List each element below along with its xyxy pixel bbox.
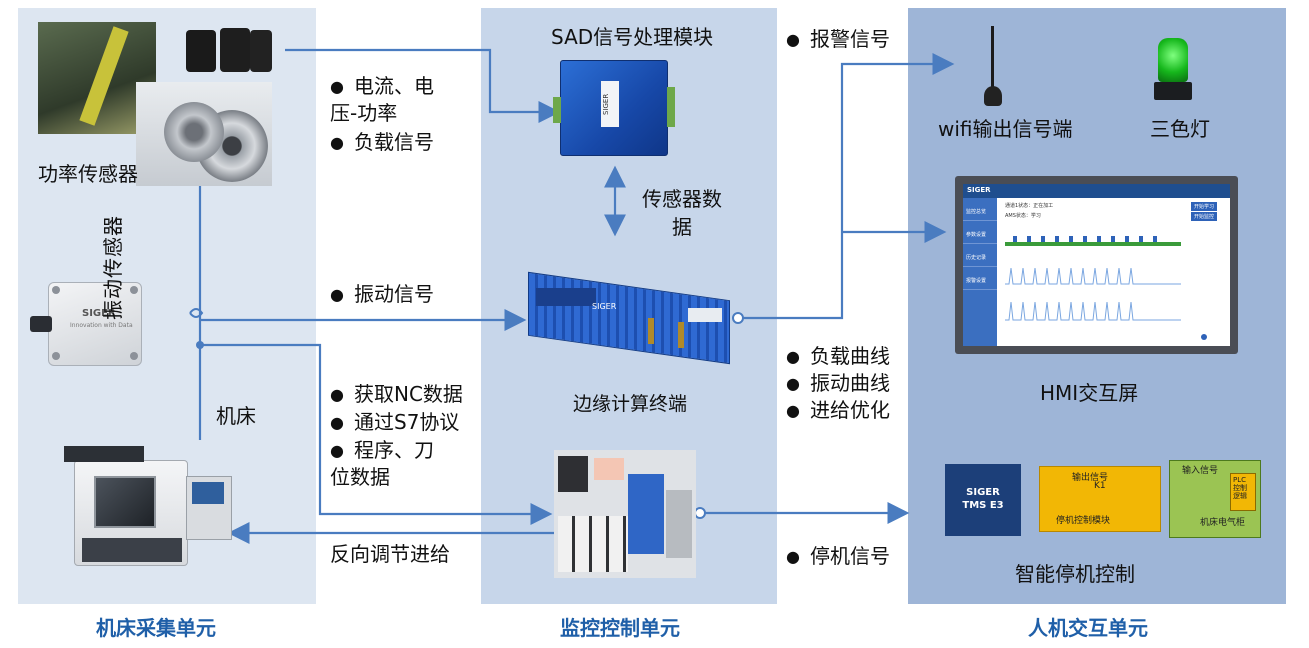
power-sensor-image <box>36 20 272 186</box>
nc-bullet-3: 程序、刀位数据 <box>330 437 450 490</box>
nc-bullet-2: 通过S7协议 <box>330 409 459 436</box>
stop-module-box: 输出信号 K1 停机控制模块 <box>1039 466 1161 532</box>
hmi-brand: SIGER <box>967 186 991 194</box>
tri-light-label: 三色灯 <box>1150 117 1210 141</box>
smart-stop-diagram: SIGER TMS E3 输出信号 K1 停机控制模块 输入信号 机床电气柜 P… <box>945 460 1263 538</box>
wifi-antenna-icon <box>982 26 1004 108</box>
cnc-machine-image <box>64 446 242 568</box>
sad-device-tag: SIGER <box>602 93 610 115</box>
stop-signal-bullet: 停机信号 <box>786 543 890 570</box>
control-cabinet-image <box>554 450 696 578</box>
wire-crossover <box>189 308 204 318</box>
sad-module-title: SAD信号处理模块 <box>551 25 714 49</box>
edge-terminal-label: 边缘计算终端 <box>573 393 688 415</box>
vibration-sensor-brand: SIGER <box>82 308 116 319</box>
plc-box: PLC 控制 逻辑 <box>1230 473 1256 511</box>
unit-title-right: 人机交互单元 <box>1028 616 1148 640</box>
alarm-bullet: 报警信号 <box>786 26 890 53</box>
cabinet-port <box>694 507 706 519</box>
hmi-screen-display: SIGER 监控总览 参数设置 历史记录 报警设置 通道1状态：正在加工 AMS… <box>963 184 1230 346</box>
power-bullet-2: 负载信号 <box>330 129 434 156</box>
tri-color-light-icon <box>1150 38 1196 112</box>
hmi-btn-2: 开始监控 <box>1191 212 1218 221</box>
sensor-data-line1: 传感器数据 <box>642 187 722 239</box>
machine-label: 机床 <box>216 404 256 428</box>
hmi-curves <box>1005 236 1181 321</box>
hmi-screen-device: SIGER 监控总览 参数设置 历史记录 报警设置 通道1状态：正在加工 AMS… <box>955 176 1238 354</box>
hmi-status-2: AMS状态：学习 <box>1005 213 1041 219</box>
curve-bullet-1: 负载曲线 <box>786 343 890 370</box>
wifi-label: wifi输出信号端 <box>938 117 1073 141</box>
wire-nc-to-cabinet <box>200 343 553 525</box>
vibration-sensor-label: 振动传感器 <box>101 215 125 320</box>
machine-cabinet-box: 输入信号 机床电气柜 PLC 控制 逻辑 <box>1169 460 1261 538</box>
nc-bullet-1: 获取NC数据 <box>330 381 463 408</box>
hmi-menu-item: 参数设置 <box>963 221 997 244</box>
vibration-sensor-sub: Innovation with Data <box>70 322 133 329</box>
vibration-bullet: 振动信号 <box>330 281 434 308</box>
unit-title-left: 机床采集单元 <box>96 616 216 640</box>
hmi-label: HMI交互屏 <box>1040 381 1139 405</box>
smart-stop-label: 智能停机控制 <box>1015 562 1135 586</box>
edge-port <box>732 312 744 324</box>
hmi-top-bar: SIGER <box>963 184 1230 198</box>
hmi-side-menu: 监控总览 参数设置 历史记录 报警设置 <box>963 198 997 346</box>
edge-terminal-device: SIGER <box>528 268 732 365</box>
curve-bullet-3: 进给优化 <box>786 397 890 424</box>
stop-dark-box: SIGER TMS E3 <box>945 464 1021 536</box>
hmi-menu-item: 历史记录 <box>963 244 997 267</box>
hmi-menu-item: 监控总览 <box>963 198 997 221</box>
edge-device-tag: SIGER <box>592 302 617 311</box>
sad-module-device: SIGER <box>553 60 675 156</box>
wire-power-to-sad <box>285 48 561 123</box>
power-sensor-label: 功率传感器 <box>38 162 138 186</box>
reverse-feed-label: 反向调节进给 <box>330 542 450 566</box>
hmi-status-1: 通道1状态：正在加工 <box>1005 203 1054 209</box>
trunk-node <box>196 341 204 349</box>
wire-edge-to-alarm <box>738 53 955 320</box>
power-bullet-1: 电流、电压-功率 <box>330 73 450 126</box>
hmi-btn-1: 开始学习 <box>1191 202 1218 211</box>
vibration-sensor-image: SIGER Innovation with Data <box>30 278 142 368</box>
hmi-menu-item: 报警设置 <box>963 267 997 290</box>
unit-title-middle: 监控控制单元 <box>560 616 680 640</box>
curve-bullet-2: 振动曲线 <box>786 370 890 397</box>
